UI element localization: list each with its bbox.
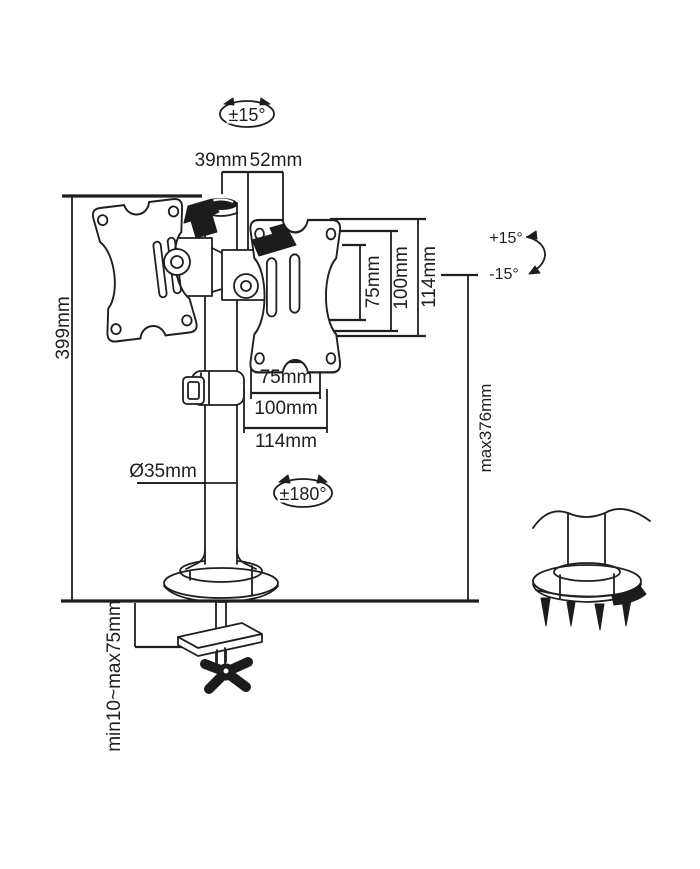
tilt-knob-rear-bolt bbox=[240, 280, 252, 292]
desk-thickness-label: min10~max75mm bbox=[104, 600, 125, 752]
base-seams bbox=[189, 565, 253, 597]
collar-buckle bbox=[182, 376, 205, 405]
detail-base-neck bbox=[553, 562, 621, 582]
joint-links bbox=[211, 247, 223, 293]
vesa-h114-label: 114mm bbox=[255, 431, 317, 452]
base-spike bbox=[566, 601, 576, 627]
tilt-down-label: -15° bbox=[489, 266, 519, 283]
pole-diameter-label: Ø35mm bbox=[129, 461, 197, 482]
screw-hole bbox=[182, 315, 193, 326]
base-spike bbox=[621, 599, 632, 627]
rotation-arrowhead-right bbox=[316, 474, 328, 484]
screw-hole bbox=[111, 324, 122, 335]
tilt-up-label: +15° bbox=[489, 230, 523, 247]
detail-pole-sides bbox=[567, 512, 606, 567]
total-height-label: 399mm bbox=[53, 296, 74, 359]
vesa-h100-label: 100mm bbox=[254, 398, 317, 419]
rotation-indicators: ±15° ±180° bbox=[219, 97, 546, 508]
screw-hole bbox=[97, 215, 108, 226]
rotation-arrowhead-left bbox=[278, 474, 291, 484]
tilt-arrowhead-bottom bbox=[528, 265, 541, 275]
pole-break-lines bbox=[532, 508, 651, 529]
swivel-label: ±15° bbox=[228, 105, 265, 125]
collar-buckle-slot bbox=[187, 381, 200, 400]
screw-hole bbox=[168, 206, 179, 217]
rotation-arrow-ellipse bbox=[273, 478, 333, 508]
base-spike bbox=[540, 597, 551, 627]
max-height-label: max376mm bbox=[476, 384, 495, 473]
vesa-slot bbox=[267, 258, 276, 316]
clamp-wing-hub-hole bbox=[223, 668, 229, 674]
screw-hole bbox=[255, 353, 264, 364]
screw-hole bbox=[327, 229, 336, 240]
clamp-wing-handle bbox=[200, 657, 253, 694]
rear-joint-bolt bbox=[269, 223, 289, 238]
vesa-v100-label: 100mm bbox=[391, 246, 412, 309]
screw-hole bbox=[327, 353, 336, 364]
vesa-h75-label: 75mm bbox=[260, 367, 313, 388]
vesa-v75-label: 75mm bbox=[363, 256, 384, 309]
tilt-arrowhead-top bbox=[526, 230, 538, 240]
rotation-label: ±180° bbox=[279, 484, 326, 504]
swivel-arrowhead-left bbox=[223, 97, 235, 106]
vesa-slot bbox=[153, 241, 167, 297]
desk-clamp bbox=[177, 602, 263, 694]
base-disc bbox=[163, 567, 279, 599]
tilt-knob-rear bbox=[233, 273, 259, 299]
vesa-v114-label: 114mm bbox=[419, 246, 440, 308]
monitor-hook-bracket bbox=[183, 198, 220, 239]
dimension-labels: 39mm 52mm +15° -15° 399mm 75mm 100mm 114… bbox=[53, 150, 523, 752]
vesa-slot bbox=[290, 254, 299, 312]
offset-39-label: 39mm bbox=[195, 150, 248, 171]
offset-52-label: 52mm bbox=[250, 150, 303, 171]
joint-details bbox=[163, 198, 297, 299]
swivel-arrow-ellipse bbox=[219, 100, 275, 128]
grommet-base-detail bbox=[532, 508, 651, 631]
swivel-arrowhead-right bbox=[259, 97, 271, 106]
clamp-plate-side bbox=[177, 633, 263, 657]
tilt-knob-front bbox=[163, 248, 191, 276]
base-spike bbox=[594, 603, 605, 631]
tilt-knob-front-bolt bbox=[170, 255, 184, 269]
